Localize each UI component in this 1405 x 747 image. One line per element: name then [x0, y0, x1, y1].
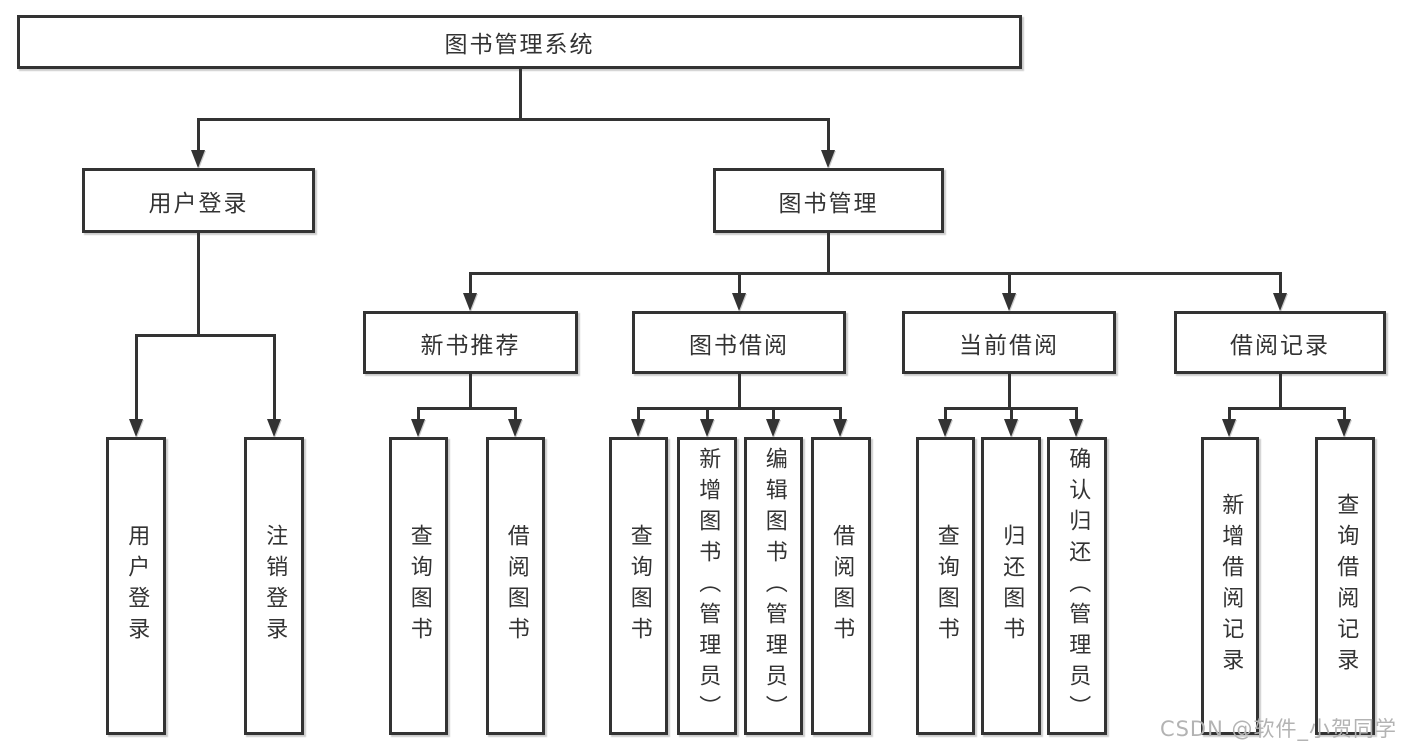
arrowhead-down-icon — [833, 419, 847, 437]
arrowhead-down-icon — [700, 419, 714, 437]
node-user-login: 用户登录 — [82, 168, 315, 233]
connector-book-borrow-stem — [738, 374, 741, 410]
leaf-label: 查询图书 — [406, 524, 432, 648]
node-new-book-recommend: 新书推荐 — [363, 311, 578, 374]
arrowhead-down-icon — [1273, 293, 1287, 311]
arrowhead-down-icon — [766, 419, 780, 437]
leaf-label: 注销登录 — [262, 524, 288, 648]
arrowhead-down-icon — [821, 150, 835, 168]
connector-user-login-drop — [197, 118, 200, 154]
node-new-book-recommend-label: 新书推荐 — [420, 332, 521, 359]
arrowhead-down-icon — [732, 293, 746, 311]
leaf-confirm-return-admin: 确认归还（管理员） — [1047, 437, 1107, 735]
connector-book-mgmt-stem — [827, 233, 830, 275]
arrowhead-down-icon — [1069, 419, 1083, 437]
connector-leaf-drop — [1228, 407, 1231, 423]
connector-login-leaf-drop — [135, 334, 138, 423]
node-book-borrowing-label: 图书借阅 — [689, 332, 789, 359]
connector-user-login-stem — [197, 233, 200, 337]
connector-level3-rail — [470, 272, 1281, 275]
connector-leaf-drop — [1343, 407, 1346, 423]
connector-borrow-records-drop — [1279, 272, 1282, 296]
connector-new-books-drop — [469, 272, 472, 296]
leaf-query-books-1: 查询图书 — [389, 437, 448, 735]
node-current-borrowing: 当前借阅 — [902, 311, 1116, 374]
leaf-label: 归还图书 — [999, 524, 1025, 648]
arrowhead-down-icon — [1222, 419, 1236, 437]
leaf-label: 查询图书 — [933, 524, 959, 648]
node-current-borrowing-label: 当前借阅 — [959, 332, 1059, 359]
arrowhead-down-icon — [191, 150, 205, 168]
leaf-label: 借阅图书 — [829, 524, 855, 648]
leaf-query-books-2: 查询图书 — [609, 437, 668, 735]
arrowhead-down-icon — [129, 419, 143, 437]
connector-leaf-drop — [1010, 407, 1013, 423]
arrowhead-down-icon — [1002, 293, 1016, 311]
node-root-label: 图书管理系统 — [444, 32, 595, 58]
connector-leaf-drop — [706, 407, 709, 423]
connector-leaf-drop — [772, 407, 775, 423]
node-book-management: 图书管理 — [713, 168, 944, 233]
connector-root-stem — [519, 69, 522, 121]
node-root: 图书管理系统 — [17, 15, 1022, 69]
connector-leaf-drop — [839, 407, 842, 423]
connector-leaf-drop — [1075, 407, 1078, 423]
node-book-management-label: 图书管理 — [778, 190, 879, 217]
leaf-add-books-admin: 新增图书（管理员） — [677, 437, 737, 735]
node-user-login-label: 用户登录 — [148, 190, 249, 217]
csdn-watermark: CSDN @软件_小贺同学 — [1159, 717, 1397, 741]
leaf-label: 用户登录 — [124, 524, 150, 648]
leaf-label: 查询借阅记录 — [1333, 493, 1359, 679]
leaf-label: 借阅图书 — [503, 524, 529, 648]
leaf-borrow-books-1: 借阅图书 — [486, 437, 545, 735]
node-borrowing-records: 借阅记录 — [1174, 311, 1386, 374]
leaf-query-borrow-record: 查询借阅记录 — [1315, 437, 1375, 735]
leaf-query-books-3: 查询图书 — [916, 437, 975, 735]
node-borrowing-records-label: 借阅记录 — [1230, 332, 1330, 359]
leaf-label: 查询图书 — [626, 524, 652, 648]
leaf-return-books: 归还图书 — [981, 437, 1041, 735]
arrowhead-down-icon — [267, 419, 281, 437]
arrowhead-down-icon — [463, 293, 477, 311]
node-book-borrowing: 图书借阅 — [632, 311, 846, 374]
connector-logout-leaf-drop — [273, 334, 276, 423]
connector-new-books-stem — [469, 374, 472, 410]
arrowhead-down-icon — [631, 419, 645, 437]
leaf-user-login: 用户登录 — [106, 437, 166, 735]
connector-book-mgmt-drop — [827, 118, 830, 154]
connector-leaf-drop — [514, 407, 517, 423]
connector-leaf-drop — [417, 407, 420, 423]
arrowhead-down-icon — [1004, 419, 1018, 437]
connector-book-borrow-drop — [738, 272, 741, 296]
connector-level2-rail — [197, 118, 829, 121]
connector-leaf-drop — [944, 407, 947, 423]
leaf-borrow-books-2: 借阅图书 — [811, 437, 871, 735]
connector-new-books-leaf-rail — [417, 407, 517, 410]
connector-leaf-drop — [637, 407, 640, 423]
connector-current-borrow-stem — [1008, 374, 1011, 410]
connector-borrow-records-leaf-rail — [1228, 407, 1346, 410]
leaf-label: 编辑图书（管理员） — [761, 446, 787, 726]
arrowhead-down-icon — [1337, 419, 1351, 437]
arrowhead-down-icon — [411, 419, 425, 437]
leaf-label: 新增借阅记录 — [1218, 493, 1244, 679]
leaf-add-borrow-record: 新增借阅记录 — [1201, 437, 1259, 735]
leaf-logout: 注销登录 — [244, 437, 304, 735]
leaf-edit-books-admin: 编辑图书（管理员） — [744, 437, 803, 735]
arrowhead-down-icon — [938, 419, 952, 437]
connector-user-login-rail — [135, 334, 276, 337]
connector-current-borrow-drop — [1008, 272, 1011, 296]
leaf-label: 确认归还（管理员） — [1065, 446, 1091, 726]
connector-book-borrow-leaf-rail — [637, 407, 842, 410]
leaf-label: 新增图书（管理员） — [695, 446, 721, 726]
arrowhead-down-icon — [508, 419, 522, 437]
connector-borrow-records-stem — [1279, 374, 1282, 410]
